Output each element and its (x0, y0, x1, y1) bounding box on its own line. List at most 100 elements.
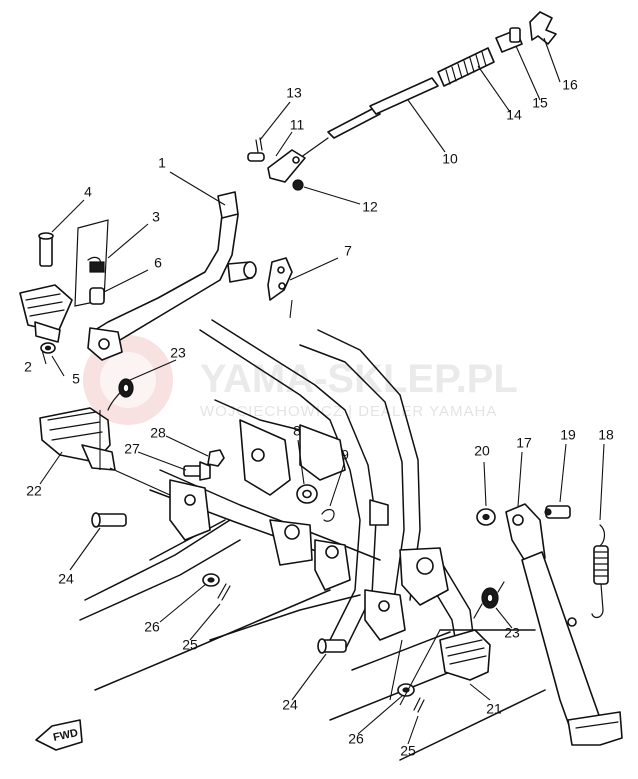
callout-2[interactable]: 2 (24, 359, 32, 375)
clevis-hole (292, 156, 300, 164)
spring-23b-legs (473, 581, 505, 619)
sidestand-spring-18 (591, 524, 609, 619)
footrest-pin-24a (91, 512, 127, 528)
callout-19[interactable]: 19 (560, 427, 576, 443)
washer-26a-hole (207, 577, 215, 583)
footrest-spring-23b (473, 581, 505, 619)
callout-1[interactable]: 1 (158, 155, 166, 171)
callout-18[interactable]: 18 (598, 427, 614, 443)
adjuster-15 (495, 27, 523, 53)
callout-24b[interactable]: 24 (282, 697, 298, 713)
clevis-body (267, 149, 306, 183)
spring-23b-center (486, 593, 494, 603)
callout-13[interactable]: 13 (286, 85, 302, 101)
callout-15[interactable]: 15 (532, 95, 548, 111)
callout-26a[interactable]: 26 (144, 619, 160, 635)
footrest-22-teeth (47, 411, 103, 441)
callout-21[interactable]: 21 (486, 701, 502, 717)
footrest-lower-body (439, 629, 491, 681)
brake-pedal-boss-end (243, 261, 257, 279)
cable-clamp-hole-a (277, 266, 285, 274)
spring-23a-center (122, 383, 130, 393)
wing-nut-16 (529, 11, 557, 45)
brake-foot-plate-mount (34, 321, 61, 343)
bracket-mid (299, 424, 346, 481)
callout-27[interactable]: 27 (124, 441, 140, 457)
adjuster-end (509, 27, 521, 43)
callout-22[interactable]: 22 (26, 483, 42, 499)
callout-10[interactable]: 10 (442, 151, 458, 167)
brake-cable-outer (369, 77, 439, 115)
brake-cable-sleeve (327, 107, 381, 139)
footrest-22 (39, 407, 116, 471)
cotter-pin-13 (255, 137, 263, 153)
callout-11[interactable]: 11 (290, 117, 305, 133)
bracket-upper (239, 419, 291, 496)
footrest-bracket (364, 589, 406, 641)
bushing-8 (296, 484, 318, 504)
callout-23b[interactable]: 23 (504, 625, 520, 641)
cotter-pin-25a (217, 583, 231, 601)
sidestand-foot (567, 711, 623, 746)
brake-foot-plate-body (19, 284, 73, 333)
footrest-22-pivot (81, 444, 116, 471)
callout-12[interactable]: 12 (362, 199, 378, 215)
pin-24b-head (317, 638, 327, 654)
nut-12 (292, 179, 304, 191)
bracket-lower-hole (284, 524, 300, 540)
callout-17[interactable]: 17 (516, 435, 532, 451)
brake-pedal (87, 191, 257, 361)
sidestand-bracket-hole (512, 514, 524, 526)
nut-20 (476, 508, 496, 526)
brake-pedal-arm (94, 195, 239, 341)
brake-pedal-pivot-hole (98, 338, 110, 350)
callout-7[interactable]: 7 (344, 243, 352, 259)
pivot-bolt-head (38, 232, 54, 240)
spring-18-coils (593, 551, 609, 577)
callout-6[interactable]: 6 (154, 255, 162, 271)
footrest-spring-23a (107, 378, 134, 411)
fwd-label: FWD (52, 727, 79, 744)
cotter-pin-25b (413, 697, 425, 713)
footrest-pin-24b (317, 638, 347, 654)
nut-28 (207, 449, 225, 467)
washer-5-hole (44, 345, 52, 351)
callout-24a[interactable]: 24 (58, 571, 74, 587)
brake-cable-10 (289, 77, 439, 166)
callout-23a[interactable]: 23 (170, 345, 186, 361)
callout-26b[interactable]: 26 (348, 731, 364, 747)
callout-5[interactable]: 5 (72, 371, 80, 387)
footrest-lower (439, 629, 491, 681)
bracket-upper-hole (251, 448, 265, 462)
callout-9[interactable]: 9 (341, 447, 349, 463)
sidestand-foot-edge (575, 721, 619, 729)
pivot-bolt-shank (39, 235, 53, 267)
callout-4[interactable]: 4 (84, 184, 92, 200)
bracket-left (169, 479, 211, 541)
clevis-11 (247, 149, 306, 183)
callout-25a[interactable]: 25 (182, 637, 198, 653)
callout-20[interactable]: 20 (474, 443, 490, 459)
callout-28[interactable]: 28 (150, 425, 166, 441)
washer-5 (40, 342, 56, 354)
bracket-left-hole (184, 494, 196, 506)
sidestand-bracket-17 (505, 503, 546, 567)
callout-3[interactable]: 3 (152, 209, 160, 225)
brake-foot-plate-teeth (25, 293, 65, 317)
frame-lug (369, 499, 389, 526)
callout-16[interactable]: 16 (562, 77, 578, 93)
bolt-27 (183, 461, 211, 481)
callout-14[interactable]: 14 (506, 107, 522, 123)
callout-8[interactable]: 8 (293, 423, 301, 439)
callout-25b[interactable]: 25 (400, 743, 416, 759)
stand-mount-hole (416, 557, 434, 575)
bolt-19 (544, 505, 571, 519)
spring-18-hook-bottom (591, 583, 604, 619)
bracket-lower-2-hole (325, 545, 339, 559)
spring-14-coils (445, 51, 487, 85)
cable-clamp-hole-b (278, 282, 286, 290)
fwd-marker: FWD (35, 719, 83, 751)
watermark-brand: YAMA-SKLEP.PL (200, 357, 518, 401)
